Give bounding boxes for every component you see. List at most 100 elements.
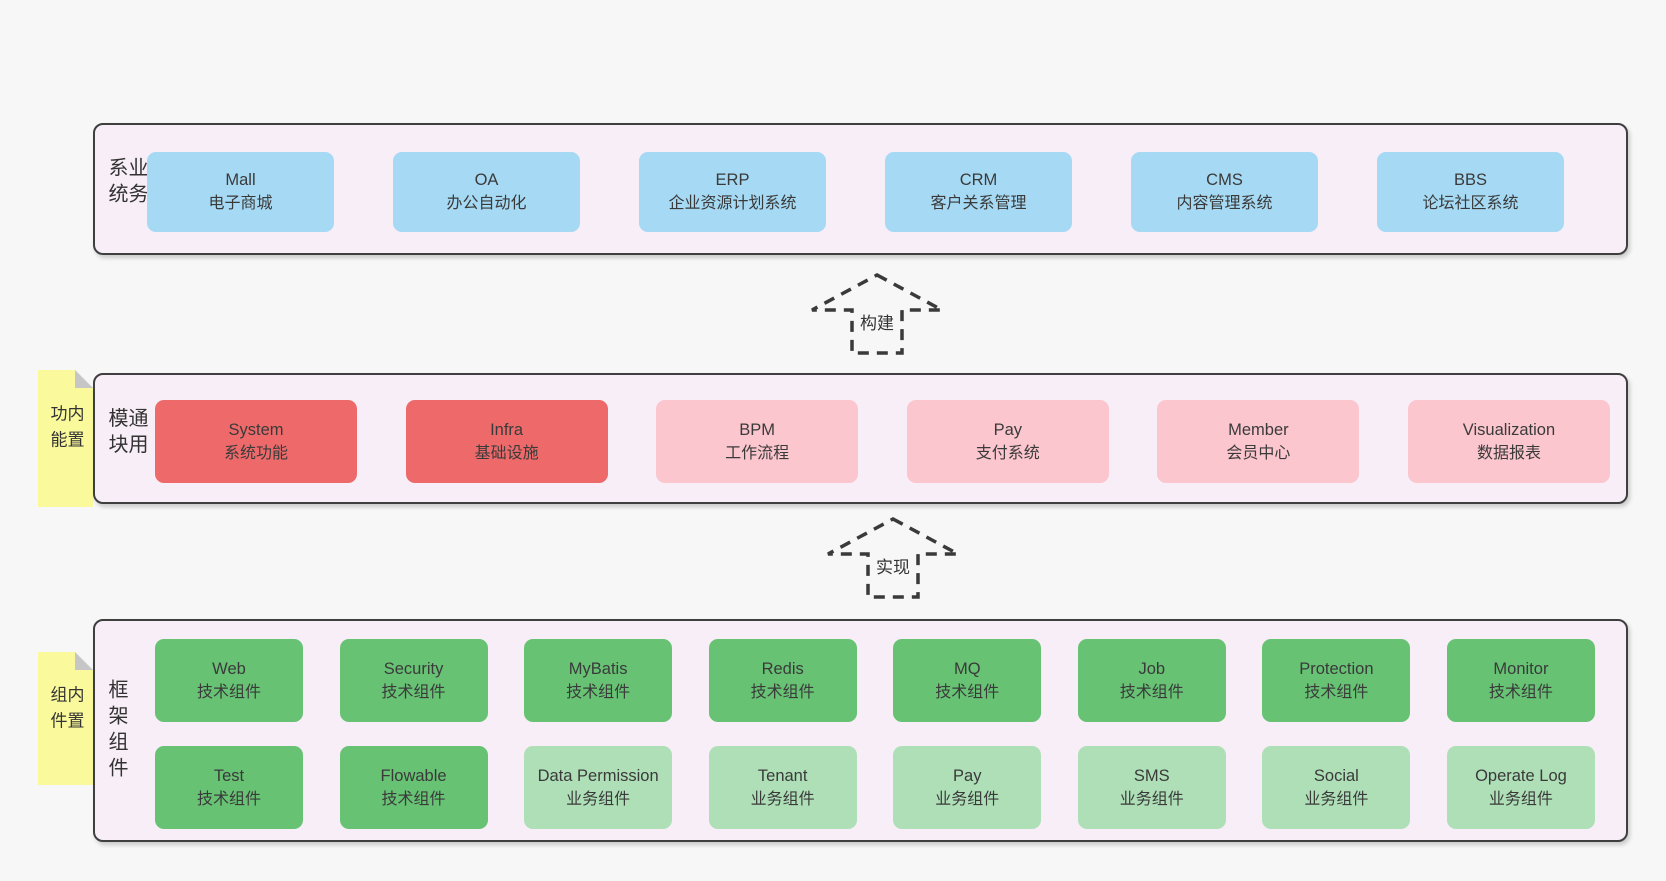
box-title: Visualization [1462,420,1556,439]
box-subtitle: 技术组件 [750,683,815,701]
box-title: Redis [761,659,804,678]
box-title: Member [1228,420,1289,439]
arrow-label: 构建 [855,308,899,335]
layer-label-common-modules: 通用模块 [105,406,147,459]
box-title: ERP [715,171,750,189]
box-operate-log: Operate Log 业务组件 [1446,746,1595,829]
box-title: Test [213,766,245,785]
box-subtitle: 业务组件 [1488,790,1553,808]
box-protection: Protection 技术组件 [1262,639,1411,722]
box-title: OA [474,171,499,189]
box-title: Flowable [380,766,447,785]
box-title: Protection [1299,659,1374,678]
box-title: Data Permission [537,766,659,785]
box-subtitle: 论坛社区系统 [1422,195,1519,212]
box-pay: Pay 业务组件 [893,746,1042,829]
box-title: MyBatis [568,659,628,678]
box-sms: SMS 业务组件 [1077,746,1226,829]
box-subtitle: 工作流程 [725,444,790,462]
box-title: Monitor [1493,659,1549,678]
box-subtitle: 业务组件 [566,790,631,808]
box-redis: Redis 技术组件 [708,639,857,722]
box-bbs: BBS 论坛社区系统 [1377,152,1564,232]
box-subtitle: 企业资源计划系统 [668,195,797,212]
box-title: Pay [993,420,1022,439]
box-title: CMS [1206,171,1243,189]
box-subtitle: 业务组件 [750,790,815,808]
box-monitor: Monitor 技术组件 [1446,639,1595,722]
box-subtitle: 业务组件 [1119,790,1184,808]
up-arrow-outline-icon [827,517,959,599]
sticky-note-label: 内置组件 [47,685,84,738]
box-test: Test 技术组件 [155,746,303,829]
box-title: Pay [953,766,982,785]
box-subtitle: 技术组件 [935,683,1000,701]
box-job: Job 技术组件 [1077,639,1226,722]
box-title: Job [1138,659,1166,678]
box-tenant: Tenant 业务组件 [708,746,857,829]
box-visualization: Visualization 数据报表 [1407,400,1610,483]
sticky-note-built-in-features: 内置功能 [38,370,93,507]
box-title: Tenant [757,766,808,785]
box-title: BBS [1453,171,1488,189]
panel-business-systems: 业务系统 Mall 电子商城 OA 办公自动化 ERP 企业资源计划系统 CRM 客户关系管理… [93,123,1628,255]
box-title: Operate Log [1475,766,1567,785]
box-title: System [228,420,284,439]
box-subtitle: 业务组件 [1304,790,1369,808]
box-subtitle: 数据报表 [1476,444,1541,462]
box-subtitle: 会员中心 [1226,444,1291,462]
box-subtitle: 技术组件 [566,683,631,701]
box-title: Infra [490,420,524,439]
box-title: Social [1313,766,1359,785]
box-mq: MQ 技术组件 [893,639,1042,722]
box-title: Security [383,659,444,678]
box-title: BPM [739,420,776,439]
box-subtitle: 电子商城 [208,195,273,212]
box-data-permission: Data Permission 业务组件 [524,746,673,829]
arrow-implement: 实现 [825,516,961,600]
box-member: Member 会员中心 [1157,400,1360,483]
box-subtitle: 技术组件 [1304,683,1369,701]
box-pay: Pay 支付系统 [906,400,1109,483]
box-subtitle: 客户关系管理 [930,195,1027,212]
box-flowable: Flowable 技术组件 [339,746,488,829]
box-subtitle: 系统功能 [223,444,288,462]
box-subtitle: 办公自动化 [446,195,527,212]
arrow-label: 实现 [871,552,915,579]
sticky-note-built-in-components: 内置组件 [38,652,93,785]
box-subtitle: 技术组件 [1488,683,1553,701]
box-social: Social 业务组件 [1262,746,1411,829]
box-mall: Mall 电子商城 [147,152,334,232]
box-row-modules: System 系统功能 Infra 基础设施 BPM 工作流程 Pay 支付系统 Member 会… [155,400,1610,483]
box-infra: Infra 基础设施 [405,400,608,483]
layer-label-business-systems: 业务系统 [105,157,147,209]
layer-label-framework-components: 框架组件 [105,678,127,783]
panel-common-modules: 通用模块 System 系统功能 Infra 基础设施 BPM 工作流程 Pay 支付系统 Me… [93,373,1628,504]
box-subtitle: 技术组件 [1119,683,1184,701]
arrow-build: 构建 [809,272,945,356]
up-arrow-outline-icon [811,273,943,355]
box-system: System 系统功能 [155,400,357,483]
box-title: SMS [1133,766,1170,785]
box-oa: OA 办公自动化 [393,152,580,232]
box-title: CRM [959,171,998,189]
box-subtitle: 基础设施 [474,444,539,462]
box-subtitle: 技术组件 [381,683,446,701]
box-subtitle: 技术组件 [196,790,261,808]
box-bpm: BPM 工作流程 [656,400,859,483]
box-subtitle: 技术组件 [381,790,446,808]
box-subtitle: 业务组件 [935,790,1000,808]
box-crm: CRM 客户关系管理 [885,152,1072,232]
box-title: Mall [225,171,256,189]
box-mybatis: MyBatis 技术组件 [524,639,673,722]
box-title: MQ [953,659,981,678]
box-erp: ERP 企业资源计划系统 [639,152,826,232]
sticky-note-label: 内置功能 [47,404,84,457]
box-subtitle: 技术组件 [196,683,261,701]
box-subtitle: 支付系统 [975,444,1040,462]
